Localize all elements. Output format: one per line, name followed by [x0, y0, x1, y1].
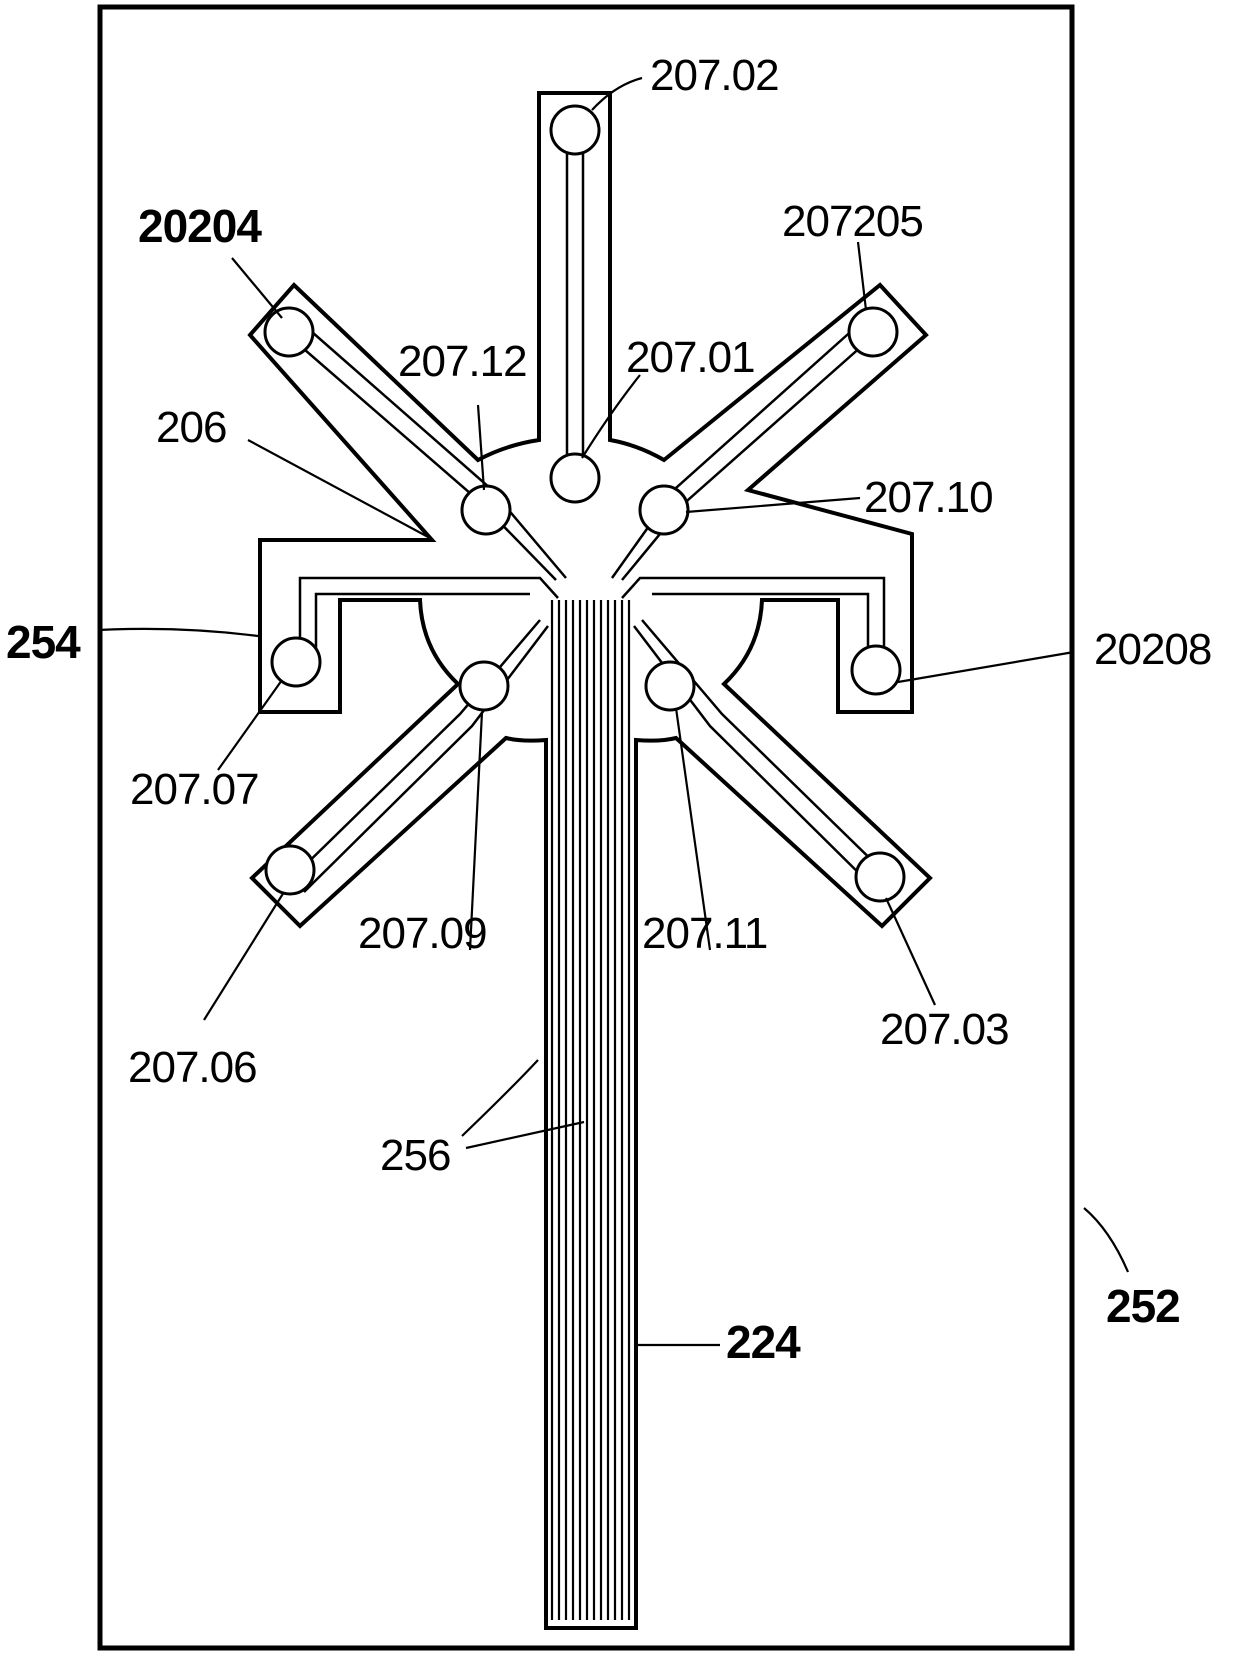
label-20709: 207.09	[358, 909, 487, 958]
conductor-traces	[281, 130, 893, 893]
leader-lines	[97, 76, 1130, 1347]
reference-labels: 207.02 20204 207205 207.12 207.01 206 20…	[6, 51, 1212, 1368]
label-20703: 207.03	[880, 1005, 1009, 1054]
lead-bundle	[550, 600, 631, 1620]
label-224: 224	[726, 1316, 801, 1368]
substrate-border	[97, 4, 1075, 1651]
label-20710: 207.10	[864, 473, 993, 522]
electrode-pads	[263, 104, 906, 903]
pad-20707	[270, 636, 322, 688]
label-207205: 207205	[782, 197, 923, 246]
pad-20706	[264, 844, 316, 896]
label-20712: 207.12	[398, 337, 527, 386]
pad-207205	[847, 306, 899, 358]
pad-20712	[460, 484, 512, 536]
label-20711: 207.11	[642, 909, 767, 958]
label-256: 256	[380, 1131, 450, 1180]
pad-20711	[644, 660, 696, 712]
label-20706: 207.06	[128, 1043, 257, 1092]
pad-20703	[854, 851, 906, 903]
label-20701: 207.01	[626, 333, 755, 382]
label-254: 254	[6, 616, 81, 668]
pad-20701	[549, 452, 601, 504]
electrode-outline	[247, 91, 933, 1630]
label-206: 206	[156, 403, 226, 452]
pad-20204	[263, 306, 315, 358]
label-20204: 20204	[138, 200, 262, 252]
pad-20709	[458, 660, 510, 712]
label-20707: 207.07	[130, 765, 259, 814]
label-20702: 207.02	[650, 51, 779, 100]
label-20208: 20208	[1094, 625, 1211, 674]
label-252: 252	[1106, 1280, 1180, 1332]
pad-20702	[549, 104, 601, 156]
pad-20710	[638, 484, 690, 536]
pad-20208	[850, 644, 902, 696]
